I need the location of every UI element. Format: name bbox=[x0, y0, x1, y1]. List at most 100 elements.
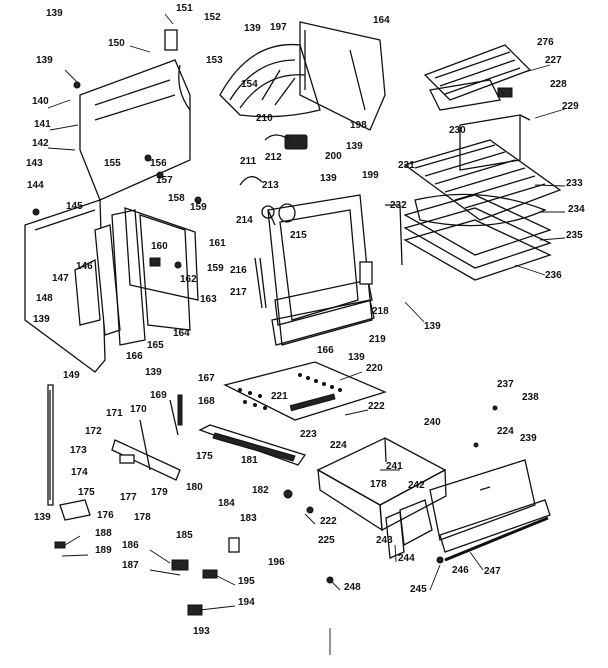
wire-153 bbox=[178, 64, 191, 111]
part-number-238: 238 bbox=[522, 392, 539, 403]
part-number-160: 160 bbox=[151, 241, 168, 252]
part-number-230: 230 bbox=[449, 125, 466, 136]
rack-233 bbox=[403, 139, 562, 221]
element-harness-197 bbox=[219, 43, 321, 118]
part-number-139: 139 bbox=[348, 352, 365, 363]
part-number-220: 220 bbox=[366, 363, 383, 374]
part-number-139: 139 bbox=[34, 512, 51, 523]
part-number-197: 197 bbox=[270, 22, 287, 33]
part-number-212: 212 bbox=[265, 152, 282, 163]
broil-element-276 bbox=[423, 44, 532, 101]
part-number-183: 183 bbox=[240, 513, 257, 524]
part-number-239: 239 bbox=[520, 433, 537, 444]
part-number-139: 139 bbox=[320, 173, 337, 184]
part-number-196: 196 bbox=[268, 557, 285, 568]
part-number-139: 139 bbox=[46, 8, 63, 19]
part-number-171: 171 bbox=[106, 408, 123, 419]
part-number-177: 177 bbox=[120, 492, 137, 503]
part-number-151: 151 bbox=[176, 3, 193, 14]
part-number-237: 237 bbox=[497, 379, 514, 390]
part-number-223: 223 bbox=[300, 429, 317, 440]
drawer-front-243-244 bbox=[385, 499, 433, 559]
part-number-175: 175 bbox=[196, 451, 213, 462]
part-number-246: 246 bbox=[452, 565, 469, 576]
part-number-164: 164 bbox=[373, 15, 390, 26]
part-number-217: 217 bbox=[230, 287, 247, 298]
part-number-174: 174 bbox=[71, 467, 88, 478]
part-number-175: 175 bbox=[78, 487, 95, 498]
part-number-149: 149 bbox=[63, 370, 80, 381]
part-number-167: 167 bbox=[198, 373, 215, 384]
part-number-139: 139 bbox=[36, 55, 53, 66]
part-number-178: 178 bbox=[370, 479, 387, 490]
part-number-152: 152 bbox=[204, 12, 221, 23]
bracket-176 bbox=[59, 499, 91, 521]
part-number-141: 141 bbox=[34, 119, 51, 130]
part-number-225: 225 bbox=[318, 535, 335, 546]
part-number-243: 243 bbox=[376, 535, 393, 546]
part-number-231: 231 bbox=[398, 160, 415, 171]
hardware-bits bbox=[32, 81, 498, 616]
drawer-panel-239-242 bbox=[429, 459, 551, 553]
part-number-232: 232 bbox=[390, 200, 407, 211]
trim-247 bbox=[444, 516, 549, 562]
part-number-200: 200 bbox=[325, 151, 342, 162]
part-number-187: 187 bbox=[122, 560, 139, 571]
hinge-218 bbox=[359, 261, 373, 285]
part-number-195: 195 bbox=[238, 576, 255, 587]
part-number-145: 145 bbox=[66, 201, 83, 212]
part-number-228: 228 bbox=[550, 79, 567, 90]
part-number-198: 198 bbox=[350, 120, 367, 131]
part-number-210: 210 bbox=[256, 113, 273, 124]
part-number-222: 222 bbox=[368, 401, 385, 412]
part-number-244: 244 bbox=[398, 553, 415, 564]
part-number-157: 157 bbox=[156, 175, 173, 186]
part-number-140: 140 bbox=[32, 96, 49, 107]
part-number-163: 163 bbox=[200, 294, 217, 305]
rail-173 bbox=[47, 384, 54, 506]
part-number-162: 162 bbox=[180, 274, 197, 285]
part-number-219: 219 bbox=[369, 334, 386, 345]
part-number-213: 213 bbox=[262, 180, 279, 191]
part-number-166: 166 bbox=[126, 351, 143, 362]
part-number-182: 182 bbox=[252, 485, 269, 496]
bake-element-234 bbox=[414, 193, 547, 227]
part-number-185: 185 bbox=[176, 530, 193, 541]
part-number-245: 245 bbox=[410, 584, 427, 595]
part-number-146: 146 bbox=[76, 261, 93, 272]
part-number-234: 234 bbox=[568, 204, 585, 215]
part-number-221: 221 bbox=[271, 391, 288, 402]
part-number-189: 189 bbox=[95, 545, 112, 556]
part-number-247: 247 bbox=[484, 566, 501, 577]
part-number-165: 165 bbox=[147, 340, 164, 351]
part-number-154: 154 bbox=[241, 79, 258, 90]
part-number-176: 176 bbox=[97, 510, 114, 521]
part-number-161: 161 bbox=[209, 238, 226, 249]
bracket-227-228 bbox=[429, 79, 513, 111]
back-panel-164 bbox=[299, 21, 386, 131]
part-number-181: 181 bbox=[241, 455, 258, 466]
part-number-139: 139 bbox=[145, 367, 162, 378]
part-number-211: 211 bbox=[240, 156, 257, 167]
maintop-220 bbox=[223, 361, 387, 421]
part-number-143: 143 bbox=[26, 158, 43, 169]
part-number-139: 139 bbox=[346, 141, 363, 152]
terminal-block-200 bbox=[264, 134, 308, 150]
seal-232 bbox=[385, 204, 403, 266]
upper-back-panel bbox=[79, 29, 191, 201]
part-number-173: 173 bbox=[70, 445, 87, 456]
part-number-166: 166 bbox=[317, 345, 334, 356]
part-number-199: 199 bbox=[362, 170, 379, 181]
part-number-240: 240 bbox=[424, 417, 441, 428]
part-number-236: 236 bbox=[545, 270, 562, 281]
insulation-164-165 bbox=[111, 209, 191, 346]
part-number-215: 215 bbox=[290, 230, 307, 241]
part-number-139: 139 bbox=[33, 314, 50, 325]
shield-163 bbox=[124, 207, 199, 301]
part-number-150: 150 bbox=[108, 38, 125, 49]
part-number-180: 180 bbox=[186, 482, 203, 493]
part-number-227: 227 bbox=[545, 55, 562, 66]
panel-219 bbox=[271, 279, 375, 346]
